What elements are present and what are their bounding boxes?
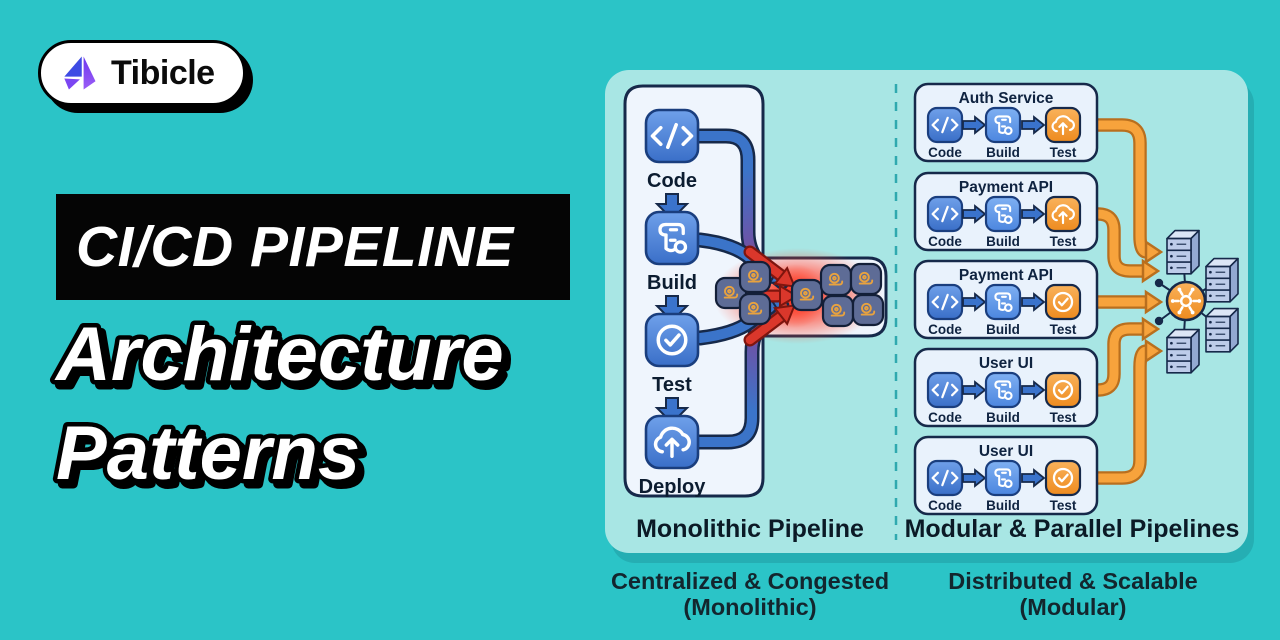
pipeline-connector-1 [1073,120,1152,257]
stage-label: Code [928,145,962,160]
monolithic-caption: Monolithic Pipeline [636,515,864,543]
queued-job-boxes [714,260,885,328]
queued-job-box [738,292,772,326]
pipeline-card-auth-service: Auth Service Code Build Test [913,82,1099,163]
build-stage-box [984,195,1022,233]
build-stage-box [644,210,700,266]
server-stack-icon [1166,328,1200,374]
stage-label: Code [928,322,962,337]
stage-label: Build [986,498,1020,513]
orchestrator-hub [1165,280,1207,322]
monolith-stages: Code Build Test Deploy [639,108,707,498]
card-title: Payment API [959,179,1053,196]
stage-label: Test [1050,498,1077,513]
stage-arrow [1021,115,1046,135]
title-banner: CI/CD PIPELINE [56,194,570,300]
pipeline-card-payment-api-2: Payment API Code Build Test [913,259,1099,340]
pipeline-connector-2 [1073,209,1147,276]
stage-label: Deploy [639,476,707,498]
stage-label: Build [986,234,1020,249]
cluster-node-dot [1154,278,1164,288]
test-stage-box [644,312,700,368]
title-outline-block: Architecture Architecture Patterns Patte… [50,308,514,506]
card-title: Payment API [959,267,1053,284]
stage-arrow [962,380,987,400]
card-title: User UI [979,443,1033,460]
stage-label: Test [1050,322,1077,337]
build-stage-box [984,106,1022,144]
stage-arrow [1021,292,1046,312]
title-line-3: Patterns [56,411,360,496]
stage-arrow [1021,380,1046,400]
test-stage-box [1044,459,1082,497]
monolithic-subcaption-line2: (Monolithic) [683,594,816,620]
title-line-3-shadow: Patterns [61,416,365,501]
stage-arrow [962,204,987,224]
stage-label: Test [1050,234,1077,249]
card-title: Auth Service [959,90,1054,107]
server-stack-icon [1166,229,1200,275]
stage-label: Build [986,322,1020,337]
build-stage-box [984,283,1022,321]
stage-label: Test [1050,410,1077,425]
server-stack-icon [1205,257,1239,303]
stage-arrow [962,115,987,135]
stage-label: Code [928,498,962,513]
modular-connectors [1071,118,1154,485]
queued-job-box [849,262,883,296]
test-stage-box [1044,371,1082,409]
stage-arrow [962,292,987,312]
modular-caption: Modular & Parallel Pipelines [905,515,1240,543]
pipeline-connector-5 [1073,346,1152,483]
stage-label: Build [986,410,1020,425]
title-line-1: CI/CD PIPELINE [76,215,514,279]
stage-label: Build [986,145,1020,160]
queued-job-box [851,293,885,327]
title-line-2: Architecture [54,312,504,397]
stage-label: Test [1050,145,1077,160]
cluster-node-dot [1154,316,1164,326]
pipeline-connector-4 [1073,324,1147,395]
queued-job-box [790,278,824,312]
card-title: User UI [979,355,1033,372]
queued-job-box [821,294,855,328]
build-stage-box [984,371,1022,409]
deployment-cluster [1154,229,1239,374]
stage-label: Code [928,410,962,425]
title-line-2-shadow: Architecture [59,317,509,402]
pipeline-card-user-ui-1: User UI Code Build Test [913,347,1099,428]
stage-label: Code [928,234,962,249]
modular-subcaption-line2: (Modular) [1019,594,1126,620]
monolithic-subcaption-line1: Centralized & Congested [611,568,889,594]
stage-label: Code [647,170,697,192]
build-stage-box [984,459,1022,497]
tibicle-flag-icon [64,56,96,90]
stage-label: Test [652,374,692,396]
stage-label: Build [647,272,697,294]
pipeline-card-user-ui-2: User UI Code Build Test [913,435,1099,516]
queued-job-box [738,260,772,294]
server-stack-icon [1205,307,1239,353]
stage-arrow [1021,468,1046,488]
stage-arrow [962,468,987,488]
queued-job-box [819,263,853,297]
modular-subcaption-line1: Distributed & Scalable [948,568,1197,594]
brand-logo-pill: Tibicle [38,40,246,106]
stage-arrow [1021,204,1046,224]
queued-job-box [714,276,748,310]
test-stage-box [1044,283,1082,321]
brand-name: Tibicle [111,53,215,92]
pipeline-card-payment-api-1: Payment API Code Build Test [913,171,1099,252]
